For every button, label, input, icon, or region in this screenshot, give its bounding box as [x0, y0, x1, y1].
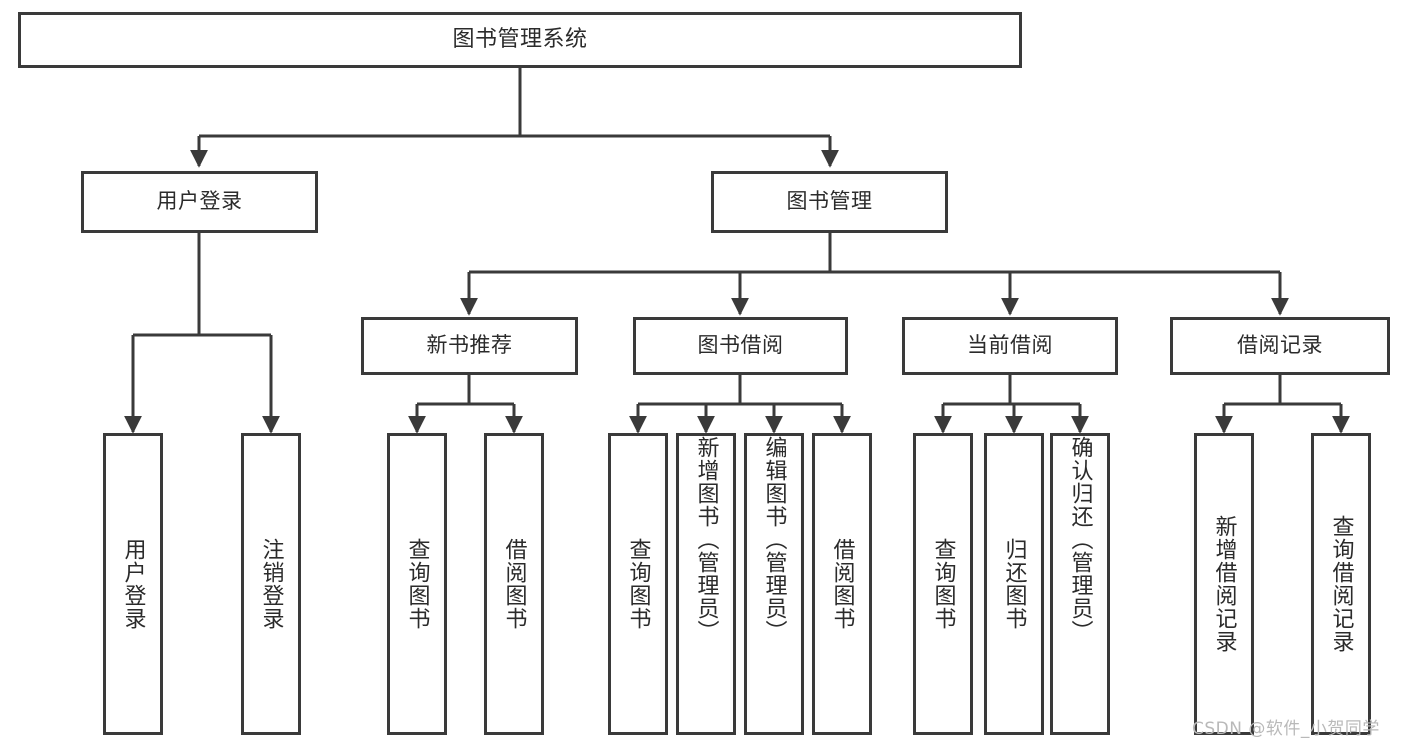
leaf-book-borrow-borrow[interactable]: 借阅图书 [812, 433, 872, 735]
node-borrow-record[interactable]: 借阅记录 [1170, 317, 1390, 375]
node-root[interactable]: 图书管理系统 [18, 12, 1022, 68]
leaf-current-borrow-query[interactable]: 查询图书 [913, 433, 973, 735]
leaf-label: 查询图书 [404, 538, 430, 630]
node-new-book-recommend[interactable]: 新书推荐 [361, 317, 578, 375]
leaf-label: 编辑图书（管理员） [761, 436, 787, 643]
leaf-label: 注销登录 [258, 538, 284, 630]
node-current-borrow[interactable]: 当前借阅 [902, 317, 1118, 375]
leaf-label: 归还图书 [1001, 538, 1027, 630]
node-root-label: 图书管理系统 [452, 26, 588, 52]
leaf-label: 借阅图书 [829, 538, 855, 630]
leaf-label: 查询图书 [930, 538, 956, 630]
leaf-book-borrow-add[interactable]: 新增图书（管理员） [676, 433, 736, 735]
leaf-label: 新增借阅记录 [1211, 515, 1237, 653]
leaf-borrow-record-add[interactable]: 新增借阅记录 [1194, 433, 1254, 735]
leaf-label: 确认归还（管理员） [1067, 436, 1093, 643]
node-book-borrow[interactable]: 图书借阅 [633, 317, 848, 375]
node-book-borrow-label: 图书借阅 [697, 333, 784, 358]
node-new-book-recommend-label: 新书推荐 [426, 333, 513, 358]
node-book-management[interactable]: 图书管理 [711, 171, 948, 233]
leaf-new-book-borrow[interactable]: 借阅图书 [484, 433, 544, 735]
leaf-new-book-query[interactable]: 查询图书 [387, 433, 447, 735]
leaf-current-borrow-return[interactable]: 归还图书 [984, 433, 1044, 735]
node-book-management-label: 图书管理 [786, 189, 873, 214]
node-user-login-label: 用户登录 [156, 189, 243, 214]
leaf-user-login-login[interactable]: 用户登录 [103, 433, 163, 735]
leaf-label: 借阅图书 [501, 538, 527, 630]
leaf-current-borrow-confirm[interactable]: 确认归还（管理员） [1050, 433, 1110, 735]
leaf-label: 查询借阅记录 [1328, 515, 1354, 653]
leaf-label: 用户登录 [120, 538, 146, 630]
node-borrow-record-label: 借阅记录 [1237, 333, 1323, 358]
node-current-borrow-label: 当前借阅 [967, 333, 1053, 358]
leaf-book-borrow-edit[interactable]: 编辑图书（管理员） [744, 433, 804, 735]
leaf-user-login-logout[interactable]: 注销登录 [241, 433, 301, 735]
leaf-label: 新增图书（管理员） [693, 436, 719, 643]
leaf-label: 查询图书 [625, 538, 651, 630]
node-user-login[interactable]: 用户登录 [81, 171, 318, 233]
leaf-book-borrow-query[interactable]: 查询图书 [608, 433, 668, 735]
leaf-borrow-record-query[interactable]: 查询借阅记录 [1311, 433, 1371, 735]
